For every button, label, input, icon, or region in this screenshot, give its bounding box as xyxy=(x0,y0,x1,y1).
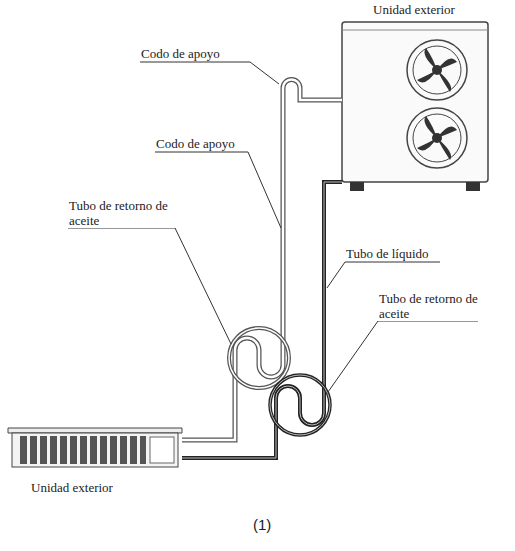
part-label: Tubo de retorno de aceite xyxy=(378,291,480,321)
unit-label: Unidad exterior xyxy=(372,2,456,17)
part-label: Tubo de retorno de aceite xyxy=(68,198,180,228)
part-label: Codo de apoyo xyxy=(140,46,221,61)
liquid-pipe xyxy=(182,182,342,458)
figure-caption: (1) xyxy=(253,516,271,533)
indoor-unit xyxy=(8,428,182,467)
gas-pipe xyxy=(182,80,342,441)
part-label: Tubo de líquido xyxy=(345,246,430,261)
leader-lines xyxy=(68,62,478,392)
unit-label: Unidad exterior xyxy=(30,480,114,495)
outdoor-unit xyxy=(342,22,488,191)
part-label: Codo de apoyo xyxy=(155,136,236,151)
